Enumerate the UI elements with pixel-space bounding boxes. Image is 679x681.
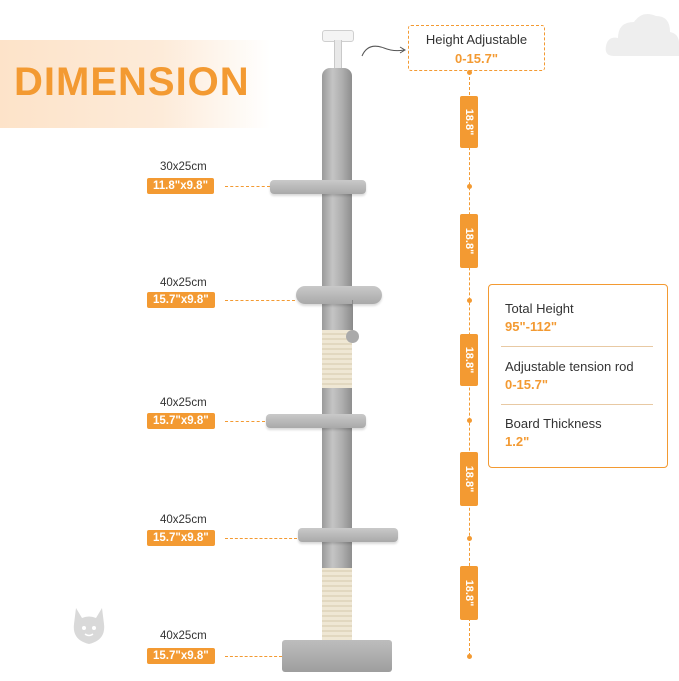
segment-dot <box>467 70 472 75</box>
segment-1-badge: 18.8" <box>460 96 478 148</box>
base-platform <box>282 640 392 672</box>
base-cm: 40x25cm <box>160 630 207 642</box>
toy-string <box>352 300 353 332</box>
cat-tree-post <box>322 68 352 664</box>
cloud-icon <box>604 6 679 71</box>
segment-dot <box>467 184 472 189</box>
segment-dot <box>467 298 472 303</box>
segment-2-badge: 18.8" <box>460 214 478 268</box>
platform-3-inches: 15.7"x9.8" <box>147 413 215 429</box>
platform-4-inches: 15.7"x9.8" <box>147 530 215 546</box>
segment-4-badge: 18.8" <box>460 452 478 506</box>
base-guide <box>225 656 282 657</box>
curved-arrow-icon <box>360 40 408 65</box>
segment-dot <box>467 418 472 423</box>
platform-2-hammock <box>296 286 382 304</box>
specs-panel: Total Height 95"-112" Adjustable tension… <box>488 284 668 468</box>
platform-3-guide <box>225 421 265 422</box>
tension-rod-value: 0-15.7" <box>505 377 549 392</box>
base-inches: 15.7"x9.8" <box>147 648 215 664</box>
total-height-value: 95"-112" <box>505 319 558 334</box>
height-adjustable-value: 0-15.7" <box>454 51 499 66</box>
total-height-label: Total Height <box>505 301 574 316</box>
platform-3-cm: 40x25cm <box>160 397 207 409</box>
platform-4 <box>298 528 398 542</box>
specs-divider <box>501 346 653 347</box>
platform-4-cm: 40x25cm <box>160 514 207 526</box>
segment-3-badge: 18.8" <box>460 334 478 386</box>
cat-logo-icon <box>70 604 108 653</box>
segment-dot <box>467 654 472 659</box>
platform-3 <box>266 414 366 428</box>
height-adjustable-callout: Height Adjustable 0-15.7" <box>408 25 545 71</box>
segment-1-value: 18.8" <box>463 108 475 136</box>
toy-ball <box>346 330 359 343</box>
board-thickness-label: Board Thickness <box>505 416 602 431</box>
platform-4-guide <box>225 538 297 539</box>
page-title: DIMENSION <box>14 60 250 104</box>
platform-2-guide <box>225 300 295 301</box>
height-adjustable-label: Height Adjustable <box>425 32 528 47</box>
platform-2-cm: 40x25cm <box>160 277 207 289</box>
platform-1-cm: 30x25cm <box>160 161 207 173</box>
sisal-wrap-lower <box>322 568 352 640</box>
board-thickness-value: 1.2" <box>505 434 530 449</box>
platform-1-guide <box>225 186 270 187</box>
platform-2-inches: 15.7"x9.8" <box>147 292 215 308</box>
platform-1 <box>270 180 366 194</box>
tension-rod-label: Adjustable tension rod <box>505 359 634 374</box>
segment-2-value: 18.8" <box>463 227 475 255</box>
segment-5-badge: 18.8" <box>460 566 478 620</box>
title-band <box>0 40 270 128</box>
segment-4-value: 18.8" <box>463 465 475 493</box>
tension-rod <box>334 40 342 70</box>
specs-divider <box>501 404 653 405</box>
segment-5-value: 18.8" <box>463 579 475 607</box>
segment-dot <box>467 536 472 541</box>
segment-3-value: 18.8" <box>463 346 475 374</box>
platform-1-inches: 11.8"x9.8" <box>147 178 215 194</box>
